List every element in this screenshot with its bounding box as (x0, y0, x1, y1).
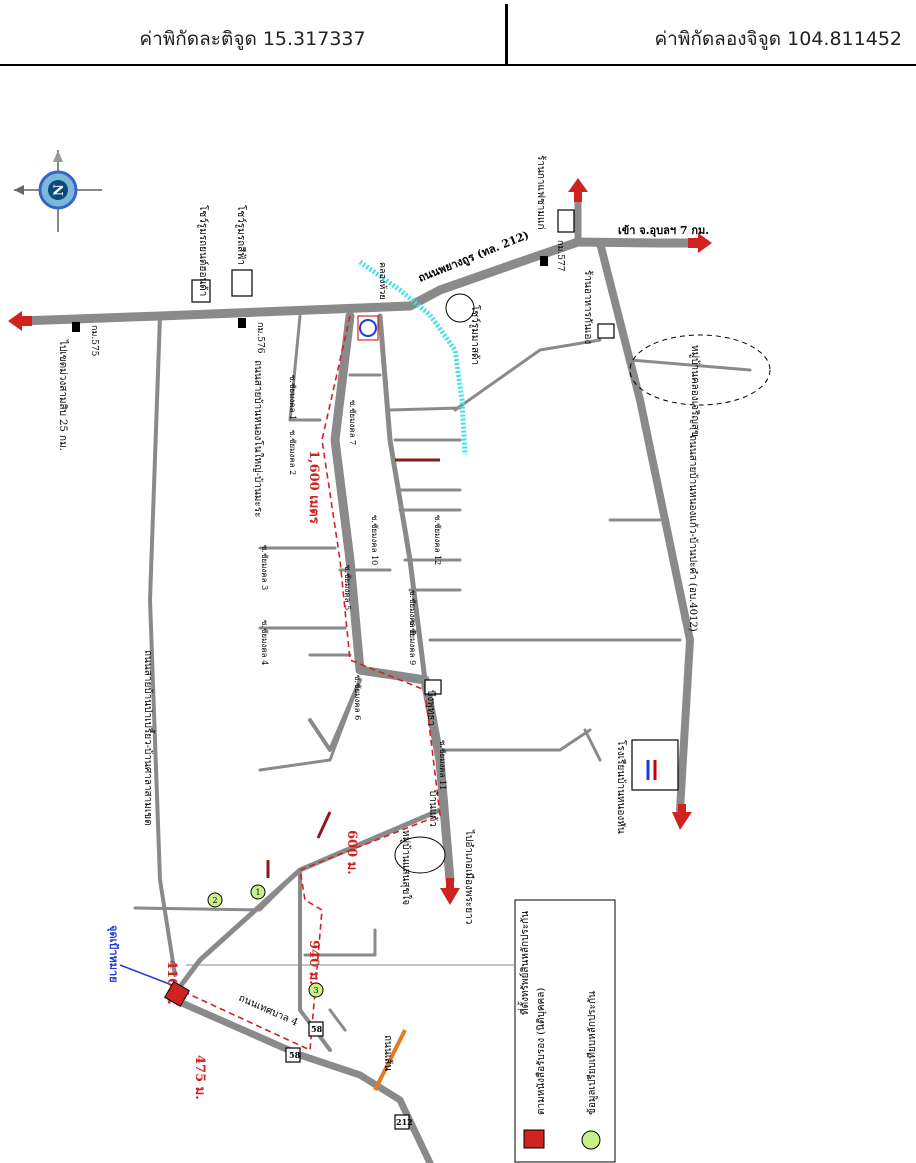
pond-label: บึงพุทธา (425, 690, 437, 726)
km-marker-576: กม.576 (255, 322, 265, 354)
north-compass-icon: N (14, 150, 102, 232)
header-divider (505, 4, 508, 66)
longitude-label: ค่าพิกัดลองจิจูด 104.811452 (654, 28, 902, 50)
soi-label-2: ซ.ชัยมงคล 2 (288, 430, 297, 475)
distance-940: 940 ม. (306, 940, 321, 985)
road-mid-label: ถนนสายบ้านป่าเปรี้ยว-บ้านศาลาสามเขต (142, 650, 156, 826)
coordinates-header: ค่าพิกัดละติจูด 15.317337 ค่าพิกัดลองจิจ… (0, 0, 916, 68)
school-label: โรงเรียนบ้านหนองหัน (615, 740, 628, 834)
soi-label-8: ซ.ชัยมงคล 8 (408, 590, 417, 635)
road-small-label: ถนนเส้น (382, 1035, 394, 1071)
soi-label-6: ซ.ชัยมงคล 6 (353, 675, 362, 720)
soi-label-4: ซ.ชัยมงคล 4 (260, 620, 269, 665)
route-number-212: 212 (396, 1117, 413, 1127)
market-label: ร้านกาแฟชามแก่ (535, 155, 547, 230)
canal-line (358, 259, 468, 456)
highway-212 (15, 237, 705, 326)
route-number-58b: 58 (311, 1024, 323, 1034)
soi-label-5: ซ.ชัยมงคล 5 (343, 565, 352, 610)
km-marker-575: กม.575 (89, 325, 99, 357)
latitude-label: ค่าพิกัดละติจูด 15.317337 (139, 28, 366, 50)
to-kamyon-label: ไปอำเภอเมืองพระยาว (463, 829, 475, 924)
distance-1600: 1,600 เมตร (306, 450, 321, 524)
road-4012-label: ถนนสายบ้านหนองแก้ว-บ้านปะคำ (อบ.4012) (687, 435, 699, 632)
soi-label-3: ซ.ชัยมงคล 3 (260, 545, 269, 590)
village-label: หมู่บ้านคลองเจริญสุข (689, 345, 701, 437)
road-left-main (330, 311, 455, 885)
legend-red-square-sub: ตามหนังสือรับรอง (นิติบุคคล) (535, 988, 547, 1115)
soi-label-7: ซ.ชัยมงคล 7 (348, 400, 357, 445)
to-ubon-label: เข้า จ.อุบลฯ 7 กม. (618, 224, 709, 238)
road-mid (377, 313, 428, 683)
road-left-label: ถนนสายบ้านหนองโนใหญ่-บ้านมะระ (252, 360, 265, 518)
map-legend: ที่ตั้งทรัพย์สินหลักประกัน ตามหนังสือรับ… (186, 899, 616, 1163)
soi-label-1: ซ.ชัยมงคล 1 (288, 375, 297, 420)
circle-number-3: 3 (313, 986, 318, 995)
to-amnat-label: ไปเขตม่วงสามสิบ 25 กม. (57, 339, 69, 451)
comparison-markers (207, 884, 324, 998)
showroom-label: โชว์รูมรถสีฟ้า (235, 205, 248, 265)
distance-600: 600 ม. (344, 830, 359, 875)
target-location-marker (164, 981, 190, 1007)
distance-475: 475 ม. (192, 1055, 207, 1100)
circle-number-2: 2 (212, 896, 217, 905)
road-4012 (596, 239, 694, 814)
road-bottom (171, 996, 434, 1163)
ban-khon-label: บ้านแก้ว (427, 790, 439, 827)
shop-label: ร้านอาหารกันเอง (582, 270, 594, 344)
road-bottom-label: ถนนเทศบาล 4 (237, 993, 300, 1029)
km-marker-577: กม.577 (555, 240, 565, 272)
legend-green-circle-label: ข้อมูลเปรียบเทียบหลักประกัน (586, 991, 598, 1115)
header-rule (0, 64, 916, 66)
road-to-target (167, 807, 443, 1003)
route-number-58a: 58 (289, 1050, 301, 1060)
legend-red-square-label: ที่ตั้งทรัพย์สินหลักประกัน (517, 911, 531, 1015)
circle-number-1: 1 (255, 888, 260, 897)
soi-label-9: ซ.ชัยมงคล 9 (408, 620, 417, 665)
target-label: จุดเป้าหมาย (106, 925, 120, 983)
canal-label: คลองห้วย (377, 262, 388, 300)
soi-label-10: ซ.ชัยมงคล 10 (370, 515, 379, 565)
mazda-label: โชว์รูมมาสด้า (469, 305, 482, 365)
temple-area-label: หมู่บ้านแสนสุขใจ (400, 830, 412, 905)
road-left-far (148, 314, 177, 977)
compass-letter: N (52, 184, 67, 196)
route-path (179, 315, 441, 1052)
soi-label-11: ซ.ชัยมงคล 11 (438, 740, 447, 790)
soi-label-12: ซ.ชัยมงคล 12 (433, 515, 442, 565)
direction-arrows (8, 178, 712, 905)
honda-label: โชว์รูมรถยนต์ฮอนด้า (197, 205, 210, 296)
